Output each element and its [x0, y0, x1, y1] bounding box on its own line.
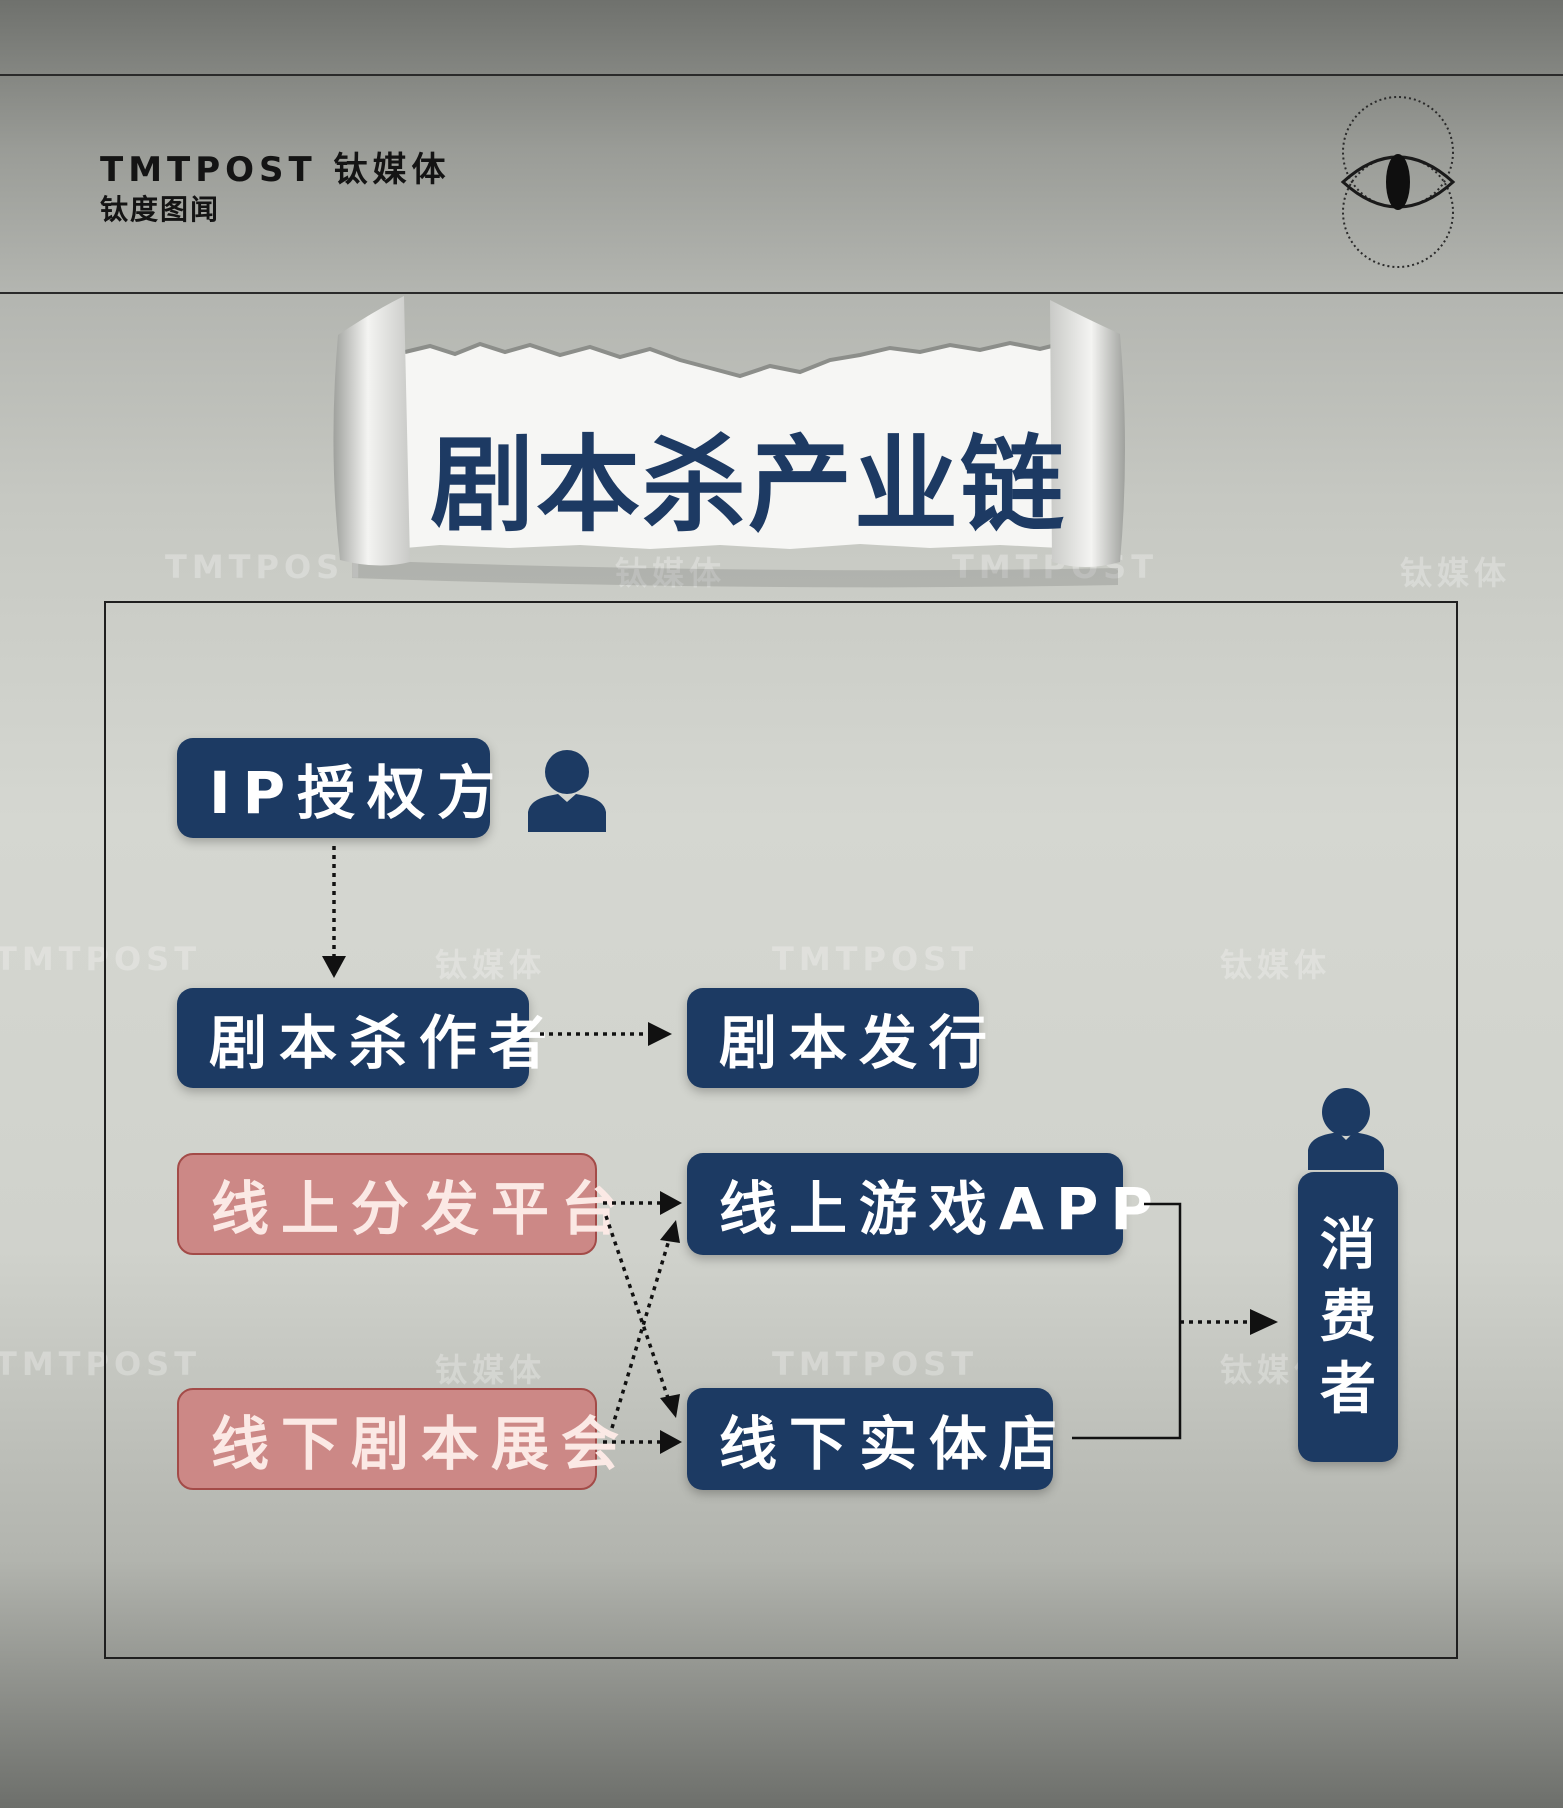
watermark: TMTPOST: [165, 548, 372, 586]
watermark: TMTPOST: [772, 1345, 979, 1383]
node-offline-store: 线下实体店: [687, 1388, 1057, 1490]
column-name: 钛度图闻: [100, 193, 221, 226]
watermark: TMTPOST: [0, 1345, 202, 1383]
node-script-publisher: 剧本发行: [687, 988, 987, 1088]
banner-title: 剧本杀产业链: [430, 424, 1067, 546]
consumer-char: 费: [1320, 1285, 1376, 1350]
node-offline-expo: 线下剧本展会: [177, 1388, 619, 1490]
consumer-char: 消: [1320, 1213, 1376, 1278]
header-top-rule: [0, 74, 1563, 76]
watermark: TMTPOST: [952, 548, 1159, 586]
watermark: 钛媒体: [1220, 946, 1332, 984]
brand-logo: TMTPOST 钛媒体: [100, 150, 451, 190]
node-online-platform: 线上分发平台: [177, 1153, 619, 1255]
watermark: 钛媒体: [435, 946, 547, 984]
node-ip-licensor: IP授权方: [177, 738, 495, 838]
watermark: 钛媒体: [615, 554, 727, 592]
watermark: 钛媒体: [435, 1351, 547, 1389]
watermark: TMTPOST: [772, 940, 979, 978]
watermark: 钛媒体: [1400, 554, 1512, 592]
consumer-char: 者: [1320, 1357, 1376, 1422]
node-online-app: 线上游戏APP: [687, 1153, 1153, 1255]
node-script-author: 剧本杀作者: [177, 988, 547, 1088]
node-consumer: 消 费 者: [1298, 1172, 1398, 1462]
watermark: TMTPOST: [0, 940, 202, 978]
diagram-frame: [104, 601, 1458, 1659]
header-bottom-rule: [0, 292, 1563, 294]
